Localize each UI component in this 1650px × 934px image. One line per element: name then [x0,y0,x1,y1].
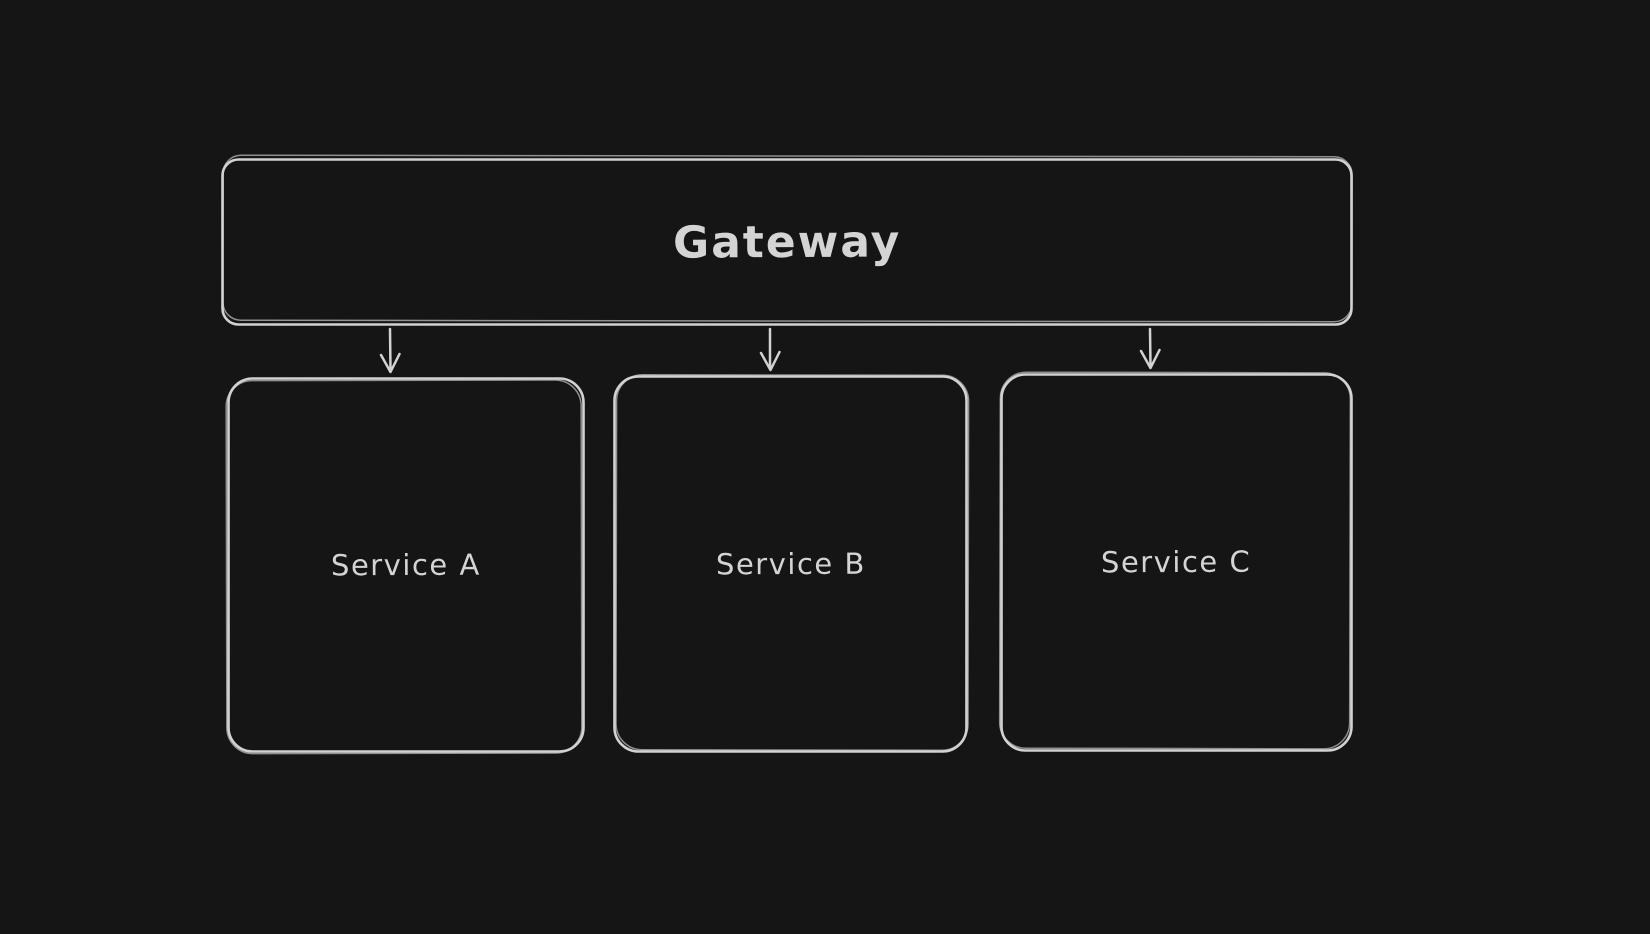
service-b-node-outline [613,373,970,753]
edge-gateway-service-c[interactable] [1139,327,1161,370]
service-c-node-label: Service C [1101,544,1252,580]
gateway-node[interactable]: Gateway [221,158,1353,326]
service-b-node-label: Service B [715,546,866,582]
gateway-node-outline [221,154,1353,326]
edge-line [1148,327,1152,368]
service-b-node[interactable]: Service B [613,375,968,753]
service-c-node[interactable]: Service C [1000,373,1353,751]
arrow-down-icon [379,352,401,374]
arrow-down-icon [1139,348,1161,370]
service-a-node[interactable]: Service A [227,377,585,753]
service-a-node-label: Service A [331,547,481,583]
arrow-down-icon [759,350,781,372]
service-a-node-outline [225,377,585,755]
edge-gateway-service-b[interactable] [759,327,781,372]
service-c-node-outline [998,371,1353,752]
edge-line [388,327,392,372]
edge-gateway-service-a[interactable] [379,327,401,374]
gateway-node-label: Gateway [672,215,902,269]
